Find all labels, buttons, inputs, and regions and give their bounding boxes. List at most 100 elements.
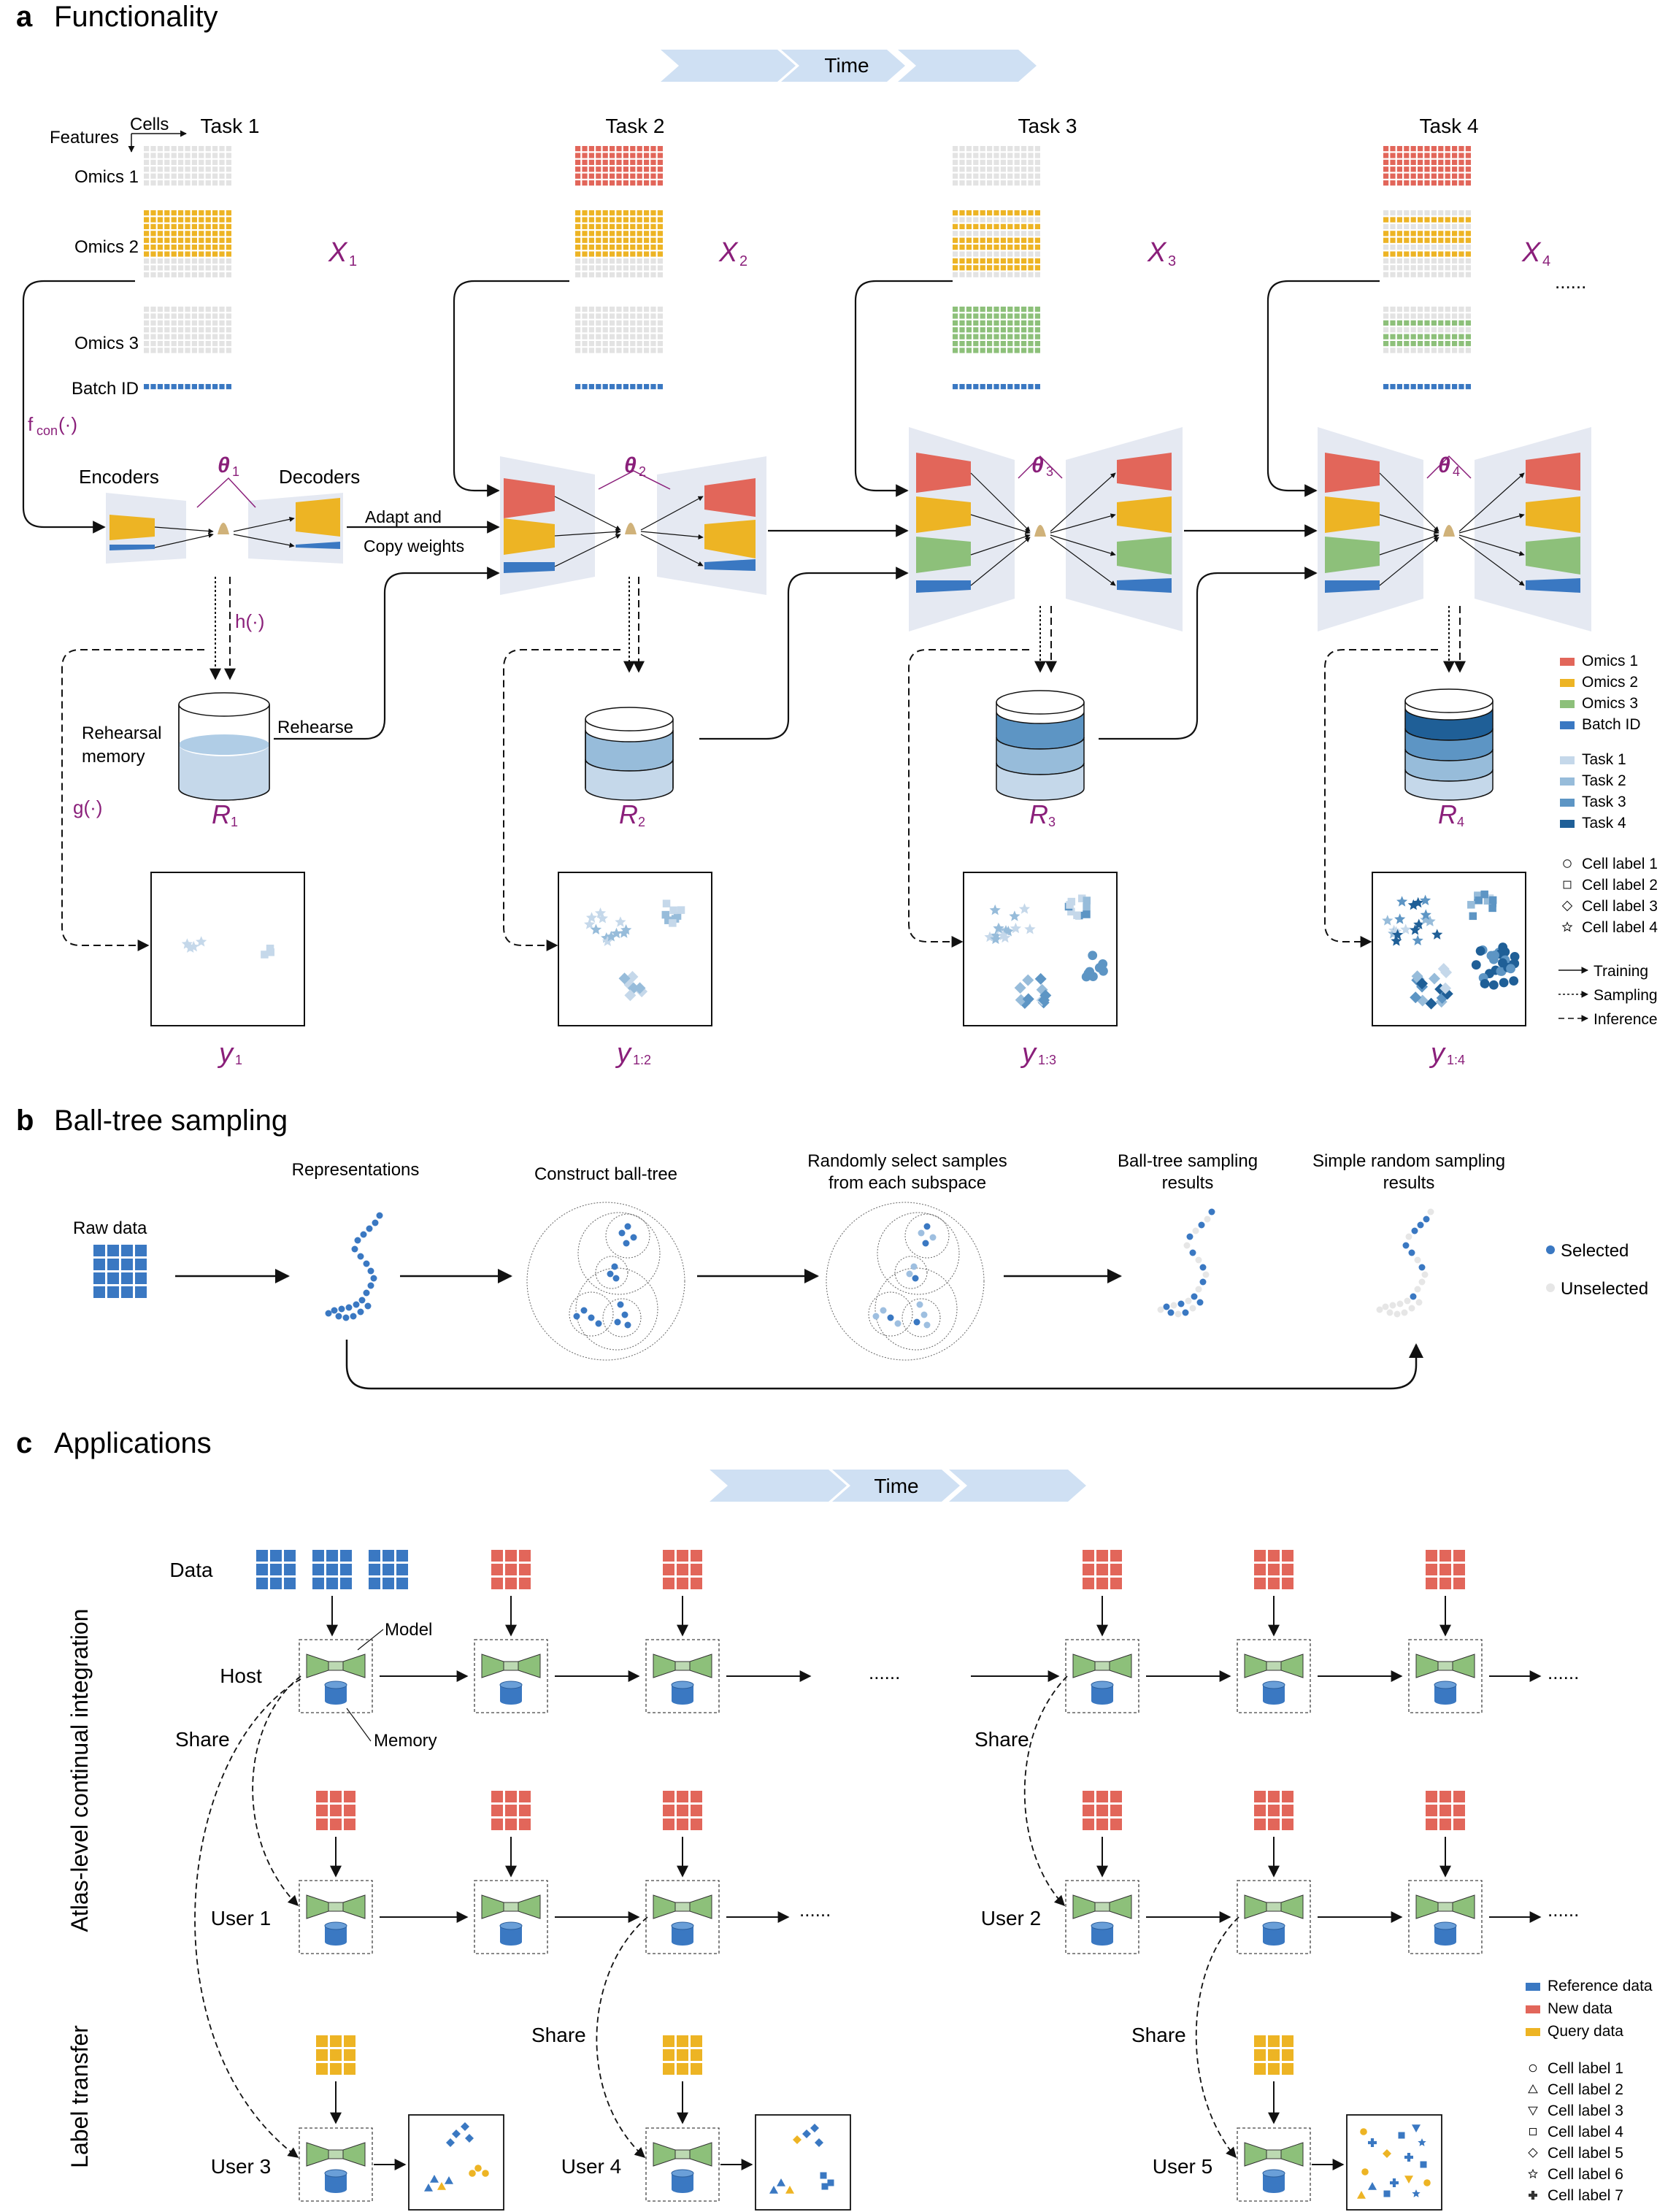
- diamond-marker: [465, 2134, 474, 2143]
- ball-point: [624, 1321, 631, 1329]
- panel-c-letter: c: [16, 1427, 32, 1459]
- memory-cylinder-icon: [1434, 1681, 1457, 1705]
- diamond-marker: [624, 989, 637, 1002]
- matrix-4-batch: [1383, 384, 1471, 390]
- legend-c-shape-label: Cell label 6: [1548, 2166, 1623, 2183]
- matrix-3-omics2-row: [953, 245, 1040, 250]
- sample-point: [1198, 1221, 1205, 1229]
- new-data-grid: [1083, 1550, 1122, 1589]
- sample-point: [1415, 1299, 1423, 1306]
- sample-point: [1189, 1305, 1196, 1312]
- sample-point: [1189, 1249, 1196, 1256]
- data-row-label: Data: [169, 1559, 213, 1581]
- new-data-grid: [663, 1550, 702, 1589]
- sample-point: [1204, 1216, 1211, 1223]
- square-marker: [1383, 2190, 1391, 2197]
- legend-c-color-label: Reference data: [1548, 1978, 1653, 1994]
- memory-2: [585, 707, 674, 801]
- star-marker: [1413, 918, 1425, 929]
- sample-point: [1175, 1310, 1182, 1318]
- star-marker: [993, 922, 1004, 934]
- star-marker: [1009, 910, 1020, 921]
- sample-point: [1195, 1286, 1202, 1293]
- circle-marker: [1083, 969, 1093, 978]
- batch-id-label: Batch ID: [72, 379, 139, 399]
- matrix-3-omics2-row: [953, 217, 1040, 223]
- svg-text:1: 1: [232, 464, 239, 479]
- rehearsal-label-1: Rehearsal: [82, 723, 161, 743]
- task-2-label: Task 2: [606, 115, 665, 137]
- panel-b-heading: Ball-tree sampling: [54, 1105, 288, 1137]
- omics-3-label: Omics 3: [74, 334, 139, 353]
- sample-point: [1376, 1306, 1383, 1313]
- star-marker: [615, 916, 626, 927]
- matrix-4-omics2-row: [1383, 265, 1471, 271]
- memory-cylinder-icon: [671, 1921, 694, 1946]
- triangle-marker: [769, 2186, 778, 2194]
- sample-point: [363, 1260, 370, 1267]
- diamond-marker: [810, 2124, 819, 2132]
- sample-point: [1421, 1271, 1429, 1278]
- new-data-grid: [663, 1791, 702, 1830]
- sample-point: [1183, 1242, 1191, 1249]
- bowtie-model-icon: [481, 1654, 541, 1678]
- circle-marker: [1361, 2168, 1369, 2175]
- sample-point: [1199, 1278, 1207, 1286]
- square-marker: [1083, 896, 1091, 905]
- reference-data-grid: [256, 1550, 296, 1589]
- matrix-3-omics2-row: [953, 223, 1040, 229]
- star-marker: [584, 918, 596, 929]
- ball-point: [621, 1311, 628, 1318]
- task-3-label: Task 3: [1018, 115, 1077, 137]
- sample-point: [1418, 1278, 1426, 1286]
- memory-cylinder-icon: [324, 1921, 347, 1946]
- sample-point: [357, 1308, 364, 1316]
- diamond-marker: [446, 2138, 455, 2147]
- circle-marker: [1480, 979, 1490, 988]
- sample-point: [1157, 1306, 1164, 1313]
- diamond-marker: [1440, 967, 1453, 979]
- diamond-marker: [1014, 982, 1026, 994]
- square-marker: [266, 948, 274, 956]
- ball-point: [894, 1320, 902, 1327]
- legend-selected-dot: [1546, 1245, 1555, 1254]
- training-arrows: [22, 280, 1380, 740]
- panel-b-arrows: [175, 1269, 1423, 1390]
- diamond-marker: [634, 982, 646, 994]
- bowtie-model-icon: [653, 2142, 712, 2167]
- sample-point: [1177, 1300, 1185, 1307]
- ball-tree-label-2: results: [1162, 1173, 1214, 1193]
- square-marker: [1488, 896, 1497, 905]
- svg-text:1: 1: [235, 1053, 242, 1067]
- sample-point: [1386, 1309, 1394, 1316]
- star-marker: [1392, 929, 1404, 940]
- ball-point: [617, 1301, 624, 1308]
- ball-point: [910, 1263, 918, 1270]
- square-marker: [1474, 891, 1482, 899]
- matrix-4-omics3-row: [1383, 341, 1471, 347]
- new-data-grid: [1083, 1791, 1122, 1830]
- construct-label: Construct ball-tree: [534, 1164, 677, 1184]
- matrix-4-omics3-row: [1383, 320, 1471, 326]
- model-1: [106, 477, 343, 564]
- svg-text:R: R: [1438, 799, 1457, 829]
- square-marker: [820, 2172, 827, 2179]
- memory-cylinder-icon: [671, 2169, 694, 2193]
- svg-text:2: 2: [638, 815, 645, 829]
- memory-cylinder-icon: [1091, 1921, 1114, 1946]
- square-marker: [1077, 894, 1086, 902]
- bowtie-model-icon: [481, 1894, 541, 1919]
- bowtie-model-icon: [1072, 1894, 1132, 1919]
- data-matrices: [144, 146, 1471, 390]
- bowtie-model-icon: [306, 2142, 366, 2167]
- ball-node: [877, 1212, 960, 1295]
- time-banner-a: Time: [661, 50, 1037, 82]
- star-marker: [1396, 896, 1408, 907]
- circle-marker: [1471, 960, 1481, 970]
- memory-cylinder-icon: [499, 1681, 523, 1705]
